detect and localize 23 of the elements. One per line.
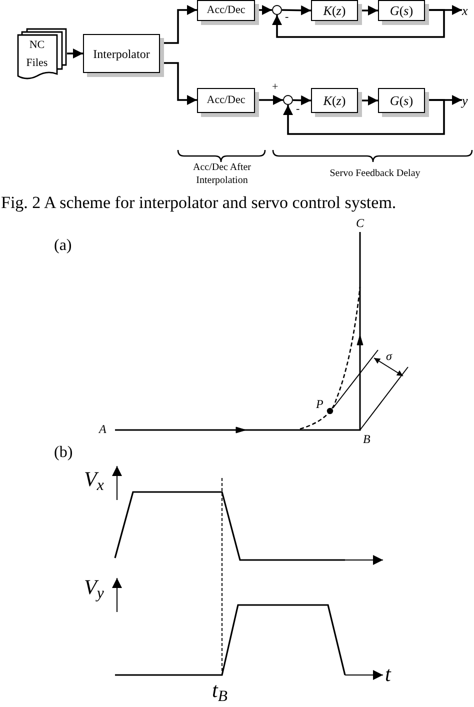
summing-junction — [272, 5, 282, 15]
label: t — [385, 661, 391, 688]
arrow — [67, 48, 83, 58]
caption: Fig. 2 A scheme for interpolator and servo control system. — [1, 194, 396, 211]
summing-junction — [283, 95, 293, 105]
label: C — [356, 216, 364, 231]
label: (a) — [54, 236, 72, 256]
label: Servo Feedback Delay — [328, 168, 422, 180]
output-label: y — [462, 92, 472, 108]
label: B — [363, 432, 370, 447]
label: Acc/Dec After Interpolation — [192, 162, 252, 187]
arrow — [292, 95, 312, 106]
arrow — [283, 99, 445, 135]
arrow — [272, 9, 445, 38]
label: P — [316, 397, 324, 412]
label: (b) — [54, 443, 73, 463]
label: V$_{y}$ — [84, 574, 104, 600]
label: t$_{B}$ — [212, 677, 228, 704]
arrow — [282, 5, 312, 16]
label: V$_{x}$ — [84, 466, 104, 492]
label: σ — [386, 349, 392, 364]
output-label: x — [462, 2, 472, 18]
label: A — [99, 422, 106, 437]
